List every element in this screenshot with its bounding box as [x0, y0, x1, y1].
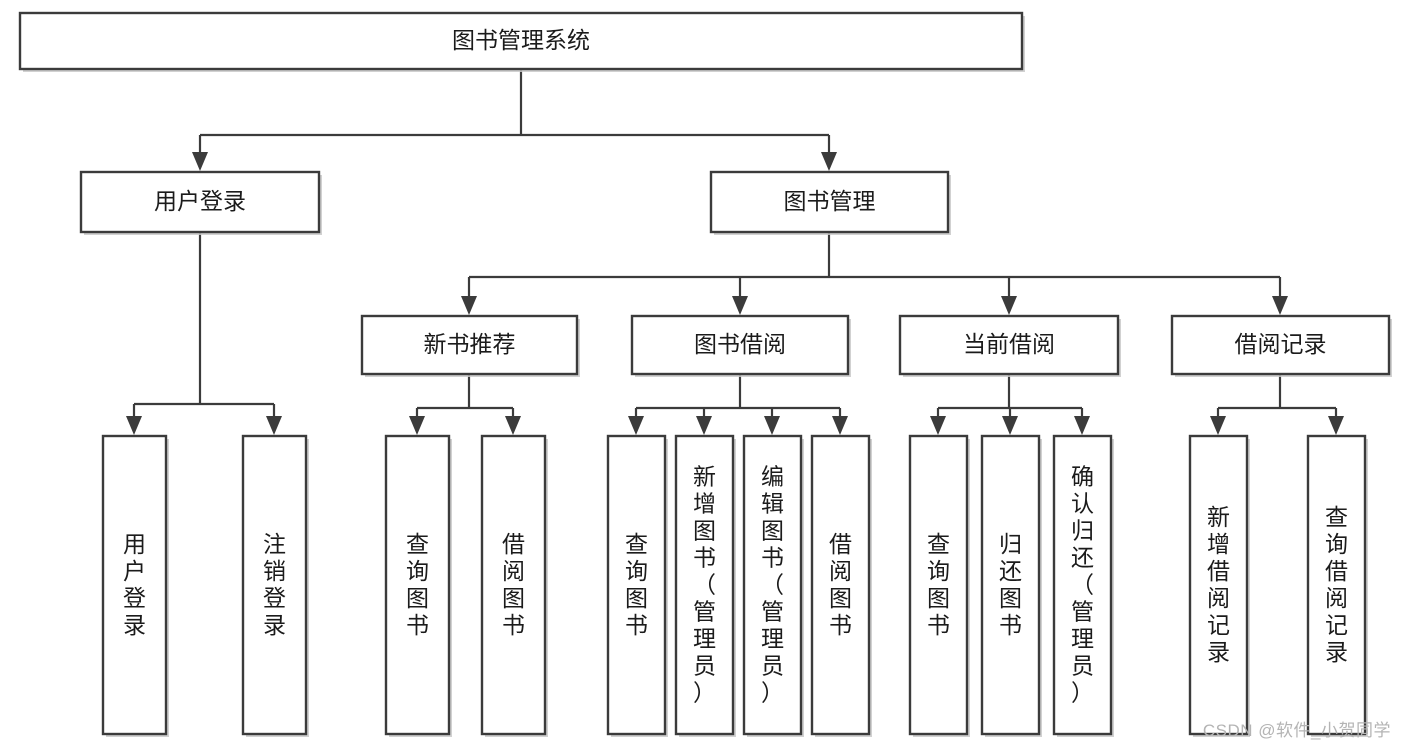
node-box[interactable] — [742, 434, 803, 736]
node-box[interactable] — [1188, 434, 1249, 736]
node-label: 图书借阅 — [694, 331, 786, 357]
arrow-head-icon — [1210, 416, 1226, 435]
edge-group-root — [192, 69, 837, 171]
node-leaf_query_record[interactable]: 查询借阅记录 — [1306, 434, 1368, 737]
node-label: 查询图书 — [927, 531, 950, 638]
node-box[interactable] — [79, 170, 321, 234]
arrow-head-icon — [266, 416, 282, 435]
arrow-head-icon — [628, 416, 644, 435]
arrow-head-icon — [1074, 416, 1090, 435]
arrow-head-icon — [192, 152, 208, 171]
node-label: 查询图书 — [406, 531, 429, 638]
edge-group-book_borrow — [628, 374, 848, 435]
edge-group-book_mgmt — [461, 232, 1288, 315]
node-label: 借阅图书 — [829, 531, 852, 638]
arrow-head-icon — [732, 296, 748, 315]
node-box[interactable] — [1306, 434, 1367, 736]
node-leaf_add_book[interactable]: 新增图书（管理员） — [674, 434, 736, 737]
node-box[interactable] — [360, 314, 579, 376]
edges-layer — [126, 69, 1344, 435]
arrow-head-icon — [1328, 416, 1344, 435]
node-root[interactable]: 图书管理系统 — [18, 11, 1025, 72]
node-book_mgmt[interactable]: 图书管理 — [709, 170, 951, 235]
node-user_login[interactable]: 用户登录 — [79, 170, 322, 235]
node-leaf_return_book[interactable]: 归还图书 — [980, 434, 1042, 737]
edge-group-borrow_record — [1210, 374, 1344, 435]
node-label: 新增图书（管理员） — [693, 464, 716, 706]
node-label: 新增借阅记录 — [1207, 504, 1230, 665]
edge-group-new_book_rec — [409, 374, 521, 435]
arrow-head-icon — [126, 416, 142, 435]
node-book_borrow[interactable]: 图书借阅 — [630, 314, 851, 377]
node-box[interactable] — [384, 434, 451, 736]
arrow-head-icon — [832, 416, 848, 435]
node-box[interactable] — [898, 314, 1120, 376]
nodes-layer: 图书管理系统用户登录图书管理新书推荐图书借阅当前借阅借阅记录用户登录注销登录查询… — [18, 11, 1392, 737]
node-label: 查询借阅记录 — [1325, 504, 1348, 665]
node-box[interactable] — [630, 314, 850, 376]
node-label: 确认归还（管理员） — [1071, 464, 1094, 706]
node-leaf_query_book_a[interactable]: 查询图书 — [384, 434, 452, 737]
node-box[interactable] — [1052, 434, 1113, 736]
node-leaf_borrow_book_b[interactable]: 借阅图书 — [810, 434, 872, 737]
node-label: 用户登录 — [123, 531, 146, 638]
node-label: 编辑图书（管理员） — [761, 464, 784, 706]
node-label: 查询图书 — [625, 531, 648, 638]
watermark-label: CSDN @软件_小贺同学 — [1202, 721, 1391, 740]
arrow-head-icon — [764, 416, 780, 435]
node-leaf_edit_book[interactable]: 编辑图书（管理员） — [742, 434, 804, 737]
node-leaf_user_login[interactable]: 用户登录 — [101, 434, 169, 737]
node-box[interactable] — [908, 434, 969, 736]
node-box[interactable] — [674, 434, 735, 736]
node-box[interactable] — [1170, 314, 1391, 376]
arrow-head-icon — [1002, 416, 1018, 435]
node-box[interactable] — [810, 434, 871, 736]
arrow-head-icon — [696, 416, 712, 435]
node-label: 图书管理系统 — [452, 27, 590, 53]
node-label: 当前借阅 — [963, 331, 1055, 357]
node-leaf_borrow_book_a[interactable]: 借阅图书 — [480, 434, 548, 737]
node-leaf_query_book_c[interactable]: 查询图书 — [908, 434, 970, 737]
arrow-head-icon — [409, 416, 425, 435]
edge-group-current_borrow — [930, 374, 1090, 435]
node-box[interactable] — [101, 434, 168, 736]
node-label: 借阅记录 — [1235, 331, 1327, 357]
arrow-head-icon — [821, 152, 837, 171]
edge-group-user_login — [126, 232, 282, 435]
node-label: 图书管理 — [784, 188, 876, 214]
node-box[interactable] — [709, 170, 950, 234]
arrow-head-icon — [505, 416, 521, 435]
node-leaf_add_record[interactable]: 新增借阅记录 — [1188, 434, 1250, 737]
node-label: 用户登录 — [154, 188, 246, 214]
arrow-head-icon — [1272, 296, 1288, 315]
node-leaf_query_book_b[interactable]: 查询图书 — [606, 434, 668, 737]
node-label: 归还图书 — [999, 531, 1022, 638]
node-box[interactable] — [18, 11, 1024, 71]
node-box[interactable] — [480, 434, 547, 736]
node-label: 注销登录 — [263, 531, 286, 638]
arrow-head-icon — [461, 296, 477, 315]
arrow-head-icon — [1001, 296, 1017, 315]
node-label: 借阅图书 — [502, 531, 525, 638]
node-label: 新书推荐 — [424, 331, 516, 357]
node-leaf_confirm_return[interactable]: 确认归还（管理员） — [1052, 434, 1114, 737]
node-borrow_record[interactable]: 借阅记录 — [1170, 314, 1392, 377]
node-box[interactable] — [241, 434, 308, 736]
arrow-head-icon — [930, 416, 946, 435]
node-box[interactable] — [980, 434, 1041, 736]
node-current_borrow[interactable]: 当前借阅 — [898, 314, 1121, 377]
node-box[interactable] — [606, 434, 667, 736]
node-new_book_rec[interactable]: 新书推荐 — [360, 314, 580, 377]
node-leaf_user_logout[interactable]: 注销登录 — [241, 434, 309, 737]
